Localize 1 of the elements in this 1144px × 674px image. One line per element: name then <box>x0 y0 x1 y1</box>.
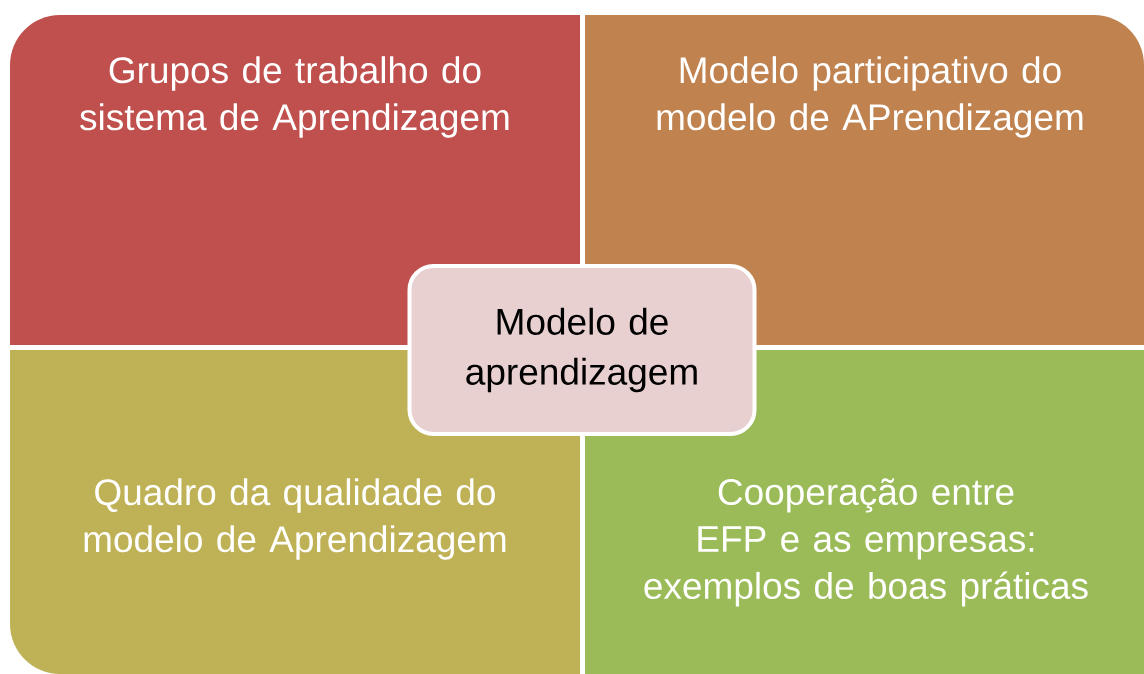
center-box: Modelo de aprendizagem <box>407 264 757 436</box>
